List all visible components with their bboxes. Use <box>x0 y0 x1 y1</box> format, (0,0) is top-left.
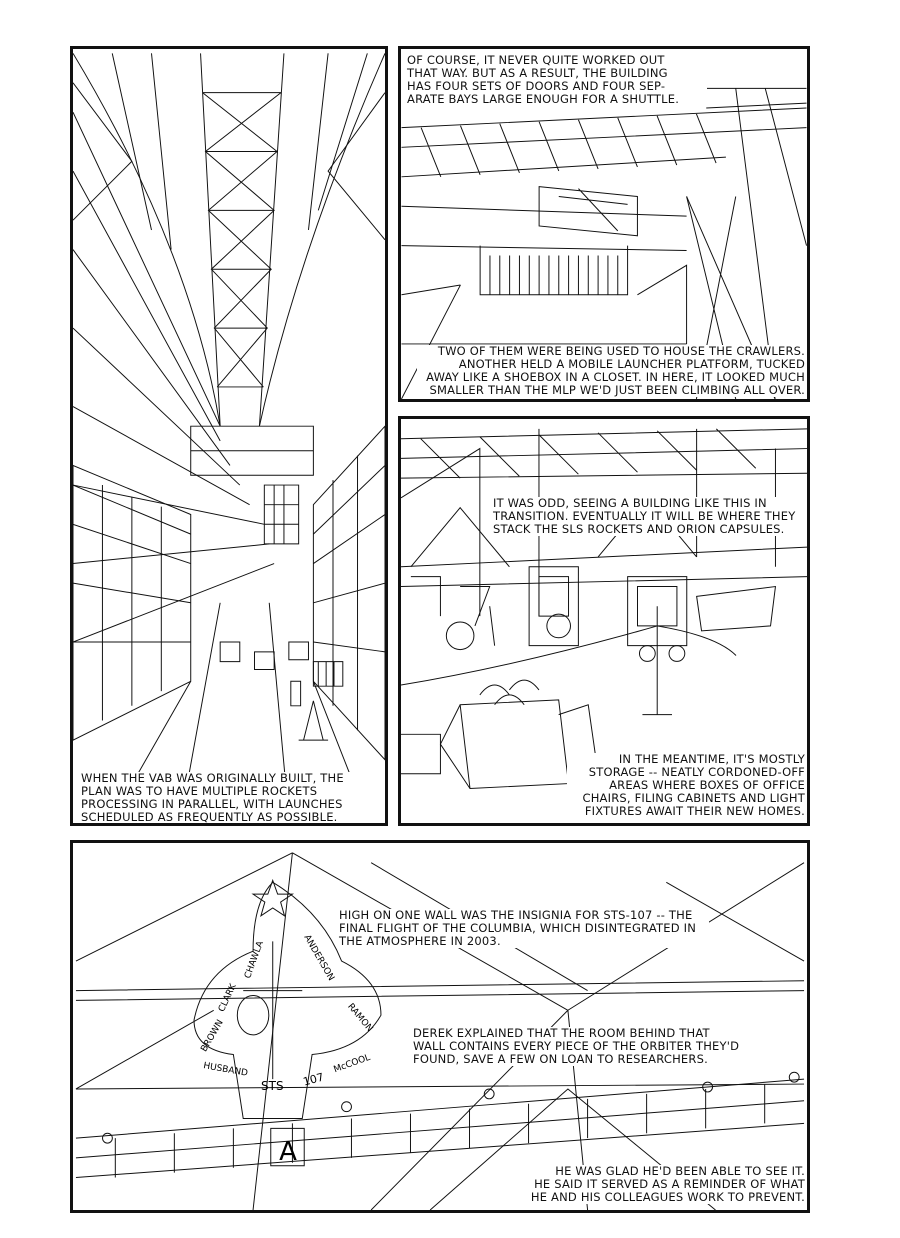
storage-area-drawing <box>401 428 807 790</box>
patch-names: BROWN CLARK CHAWLA ANDERSON RAMON McCOOL… <box>183 913 403 1143</box>
patch-name-chawla: CHAWLA <box>243 939 266 981</box>
patch-name-clark: CLARK <box>217 982 239 1014</box>
caption-p1-bottom: WHEN THE VAB WAS ORIGINALLY BUILT, THE P… <box>81 772 377 823</box>
caption-p2-bottom: TWO OF THEM WERE BEING USED TO HOUSE THE… <box>417 345 805 397</box>
patch-name-anderson: ANDERSON <box>301 933 336 983</box>
patch-name-husband: HUSBAND <box>202 1061 249 1079</box>
caption-p3-bottom: IN THE MEANTIME, IT'S MOSTLY STORAGE -- … <box>567 753 805 818</box>
panel-storage-area: IT WAS ODD, SEEING A BUILDING LIKE THIS … <box>398 416 810 826</box>
caption-p4-derek: DEREK EXPLAINED THAT THE ROOM BEHIND THA… <box>413 1027 743 1066</box>
panel-launcher-bay: OF COURSE, IT NEVER QUITE WORKED OUT THA… <box>398 46 810 402</box>
patch-mission-label: STS <box>261 1079 284 1093</box>
patch-name-brown: BROWN <box>199 1018 226 1054</box>
caption-p4-insignia: HIGH ON ONE WALL WAS THE INSIGNIA FOR ST… <box>339 909 709 948</box>
vab-interior-drawing <box>73 53 385 819</box>
caption-p2-top: OF COURSE, IT NEVER QUITE WORKED OUT THA… <box>407 54 707 106</box>
bay-sign: A <box>279 1137 297 1167</box>
panel-vab-interior: WHEN THE VAB WAS ORIGINALLY BUILT, THE P… <box>70 46 388 826</box>
patch-name-mccool: McCOOL <box>332 1052 372 1076</box>
patch-name-ramon: RAMON <box>345 1001 375 1035</box>
caption-p4-reminder: HE WAS GLAD HE'D BEEN ABLE TO SEE IT. HE… <box>513 1165 805 1204</box>
panel-insignia-wall: BROWN CLARK CHAWLA ANDERSON RAMON McCOOL… <box>70 840 810 1213</box>
caption-p3-top: IT WAS ODD, SEEING A BUILDING LIKE THIS … <box>493 497 807 536</box>
patch-mission-number: 107 <box>301 1070 326 1089</box>
